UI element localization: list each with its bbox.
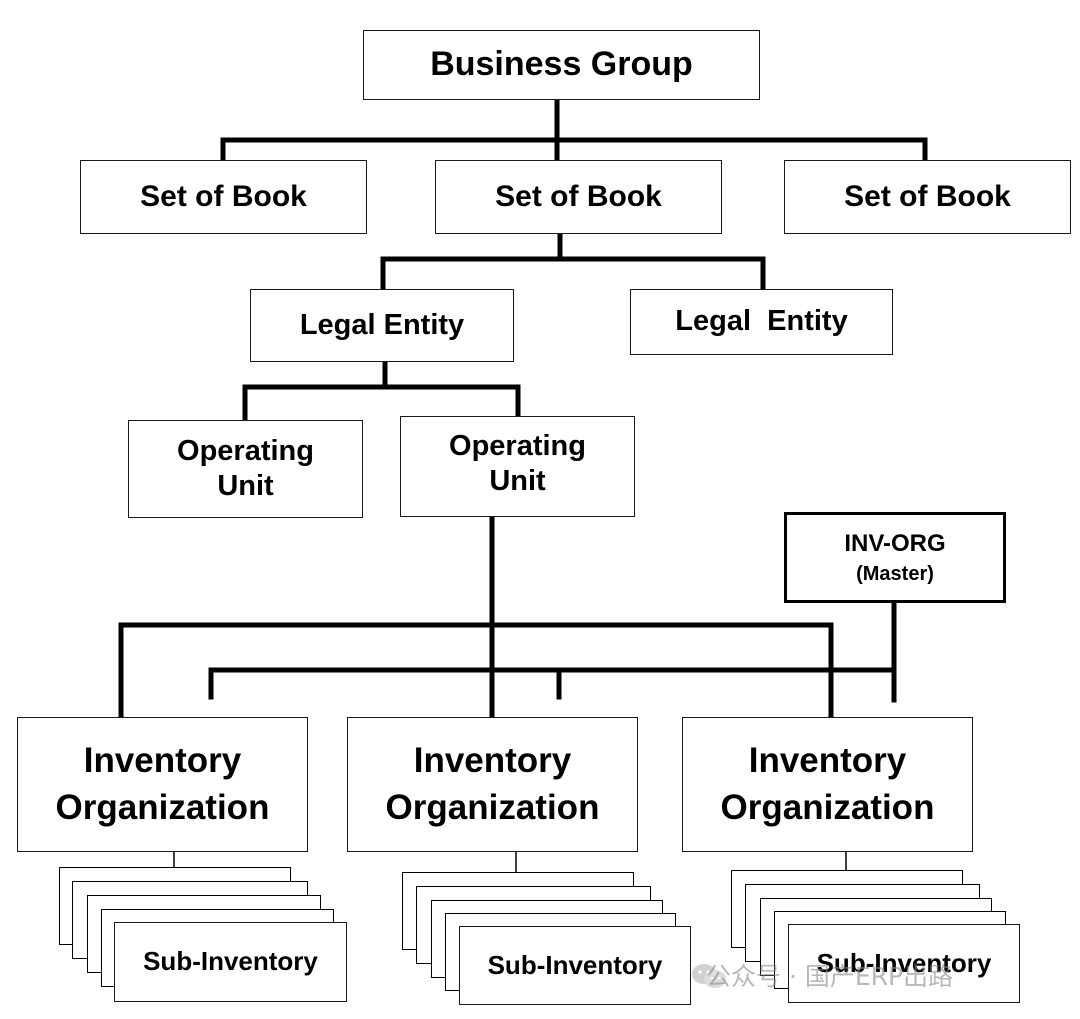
legal-entity-label: Legal Entity (675, 305, 848, 338)
set-of-book-box-right: Set of Book (784, 160, 1071, 234)
operating-unit-box-left: Operating Unit (128, 420, 363, 518)
operating-unit-line1: Operating (177, 434, 314, 467)
inventory-organization-box-1: Inventory Organization (17, 717, 308, 852)
sub-inventory-label: Sub-Inventory (816, 947, 992, 978)
business-group-label: Business Group (430, 45, 693, 84)
legal-entity-box-right: Legal Entity (630, 289, 893, 355)
set-of-book-box-left: Set of Book (80, 160, 367, 234)
set-of-book-label: Set of Book (495, 179, 662, 213)
inventory-organization-line1: Inventory (83, 740, 242, 780)
set-of-book-label: Set of Book (844, 179, 1011, 213)
operating-unit-line1: Operating (449, 430, 586, 462)
business-group-box: Business Group (363, 30, 760, 100)
operating-unit-line2: Unit (217, 470, 274, 502)
inv-org-master-subtitle: (Master) (856, 563, 934, 586)
legal-entity-label: Legal Entity (299, 308, 465, 341)
sub-inventory-label: Sub-Inventory (143, 946, 318, 977)
operating-unit-box-right: Operating Unit (400, 416, 635, 517)
sub-inventory-card-front: Sub-Inventory (788, 924, 1020, 1003)
legal-entity-box-left: Legal Entity (250, 289, 514, 362)
inventory-organization-line2: Organization (55, 787, 270, 827)
set-of-book-box-center: Set of Book (435, 160, 722, 234)
watermark-text: 公众号 · 国产ERP出路 (706, 962, 954, 991)
inv-org-master-box: INV-ORG (Master) (784, 512, 1006, 603)
inventory-organization-line1: Inventory (413, 740, 572, 780)
inventory-organization-box-2: Inventory Organization (347, 717, 638, 852)
wechat-icon (692, 964, 726, 988)
inventory-organization-line2: Organization (385, 787, 600, 827)
set-of-book-label: Set of Book (140, 179, 307, 213)
sub-inventory-card-front: Sub-Inventory (459, 926, 691, 1005)
inventory-organization-box-3: Inventory Organization (682, 717, 973, 852)
inventory-organization-line2: Organization (720, 787, 935, 827)
inventory-organization-line1: Inventory (748, 740, 907, 780)
inv-org-master-title: INV-ORG (844, 529, 946, 557)
operating-unit-line2: Unit (489, 465, 546, 498)
sub-inventory-card-front: Sub-Inventory (114, 922, 347, 1002)
sub-inventory-label: Sub-Inventory (487, 949, 663, 980)
